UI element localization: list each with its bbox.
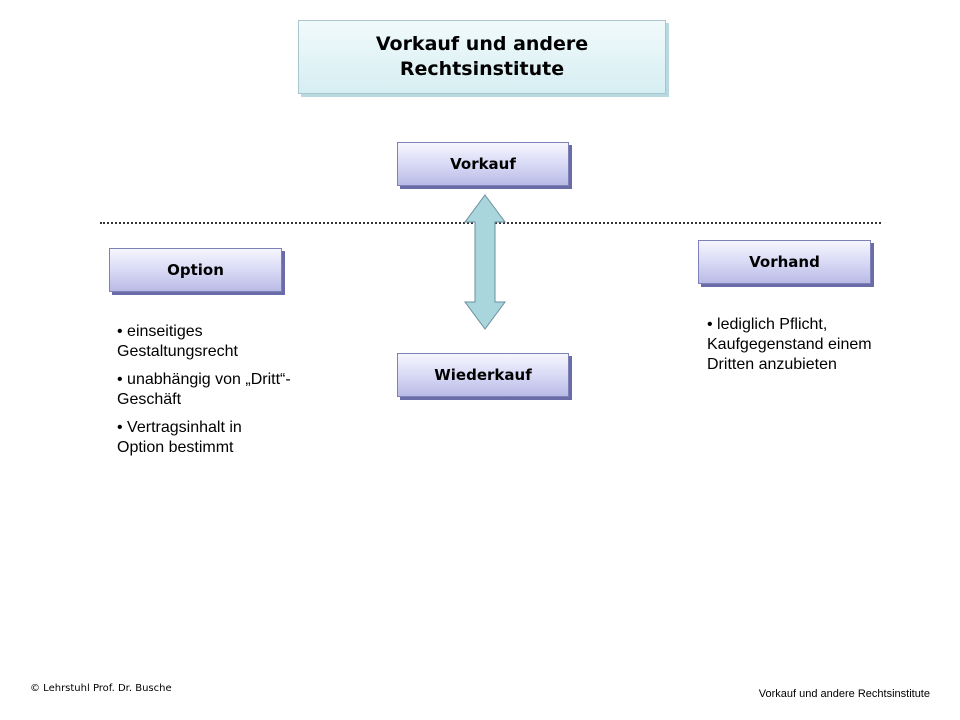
node-wiederkauf: Wiederkauf bbox=[397, 353, 569, 397]
title-line-1: Vorkauf und andere bbox=[375, 33, 589, 55]
double-arrow-shape bbox=[464, 194, 506, 330]
footer-title: Vorkauf und andere Rechtsinstitute bbox=[758, 688, 930, 700]
option-point: • unabhängig von „Dritt“-Geschäft bbox=[117, 371, 291, 408]
option-point: • einseitiges Gestaltungsrecht bbox=[117, 323, 238, 360]
option-points: • einseitiges Gestaltungsrecht • unabhän… bbox=[117, 322, 292, 466]
vorhand-point: • lediglich Pflicht, Kaufgegenstand eine… bbox=[707, 316, 872, 373]
vorhand-points: • lediglich Pflicht, Kaufgegenstand eine… bbox=[707, 315, 887, 383]
node-option: Option bbox=[109, 248, 282, 292]
option-point: • Vertragsinhalt in Option bestimmt bbox=[117, 419, 242, 456]
node-vorkauf: Vorkauf bbox=[397, 142, 569, 186]
node-vorhand: Vorhand bbox=[698, 240, 871, 284]
title-box: Vorkauf und andere Rechtsinstitute bbox=[298, 20, 666, 94]
footer-copyright: © Lehrstuhl Prof. Dr. Busche bbox=[30, 683, 172, 694]
title-line-2: Rechtsinstitute bbox=[399, 58, 565, 80]
